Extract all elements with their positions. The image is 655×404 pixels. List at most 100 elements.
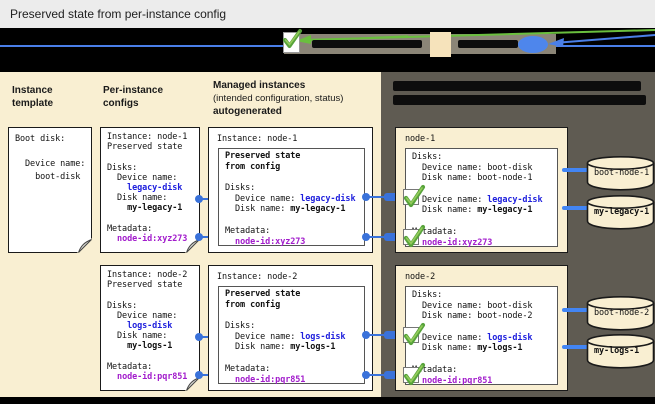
code-line: Device name: logs-disk bbox=[225, 331, 346, 342]
column-header-instance-template: Instance template bbox=[12, 85, 54, 109]
code-line: Device name: bbox=[107, 310, 178, 321]
disk-cylinder: boot-node-2 bbox=[586, 295, 655, 331]
right-panel-heading-obscured bbox=[393, 81, 641, 91]
connector-dot bbox=[195, 371, 203, 379]
vm-instance-title: node-1 bbox=[405, 134, 436, 144]
code-line: Disk name: my-legacy-1 bbox=[225, 204, 346, 215]
code-line: Disk name: bbox=[107, 193, 168, 204]
connector-line bbox=[366, 196, 386, 198]
code-line bbox=[225, 310, 364, 321]
code-line: Disks: bbox=[107, 162, 138, 173]
code-line: Disk name: my-legacy-1 bbox=[412, 205, 533, 216]
code-line: my-legacy-1 bbox=[127, 203, 183, 214]
legend-label-obscured bbox=[458, 40, 518, 48]
disk-cylinder: boot-node-1 bbox=[586, 155, 655, 191]
code-line: Instance: node-2 bbox=[107, 270, 188, 280]
instance-template-box: Boot disk: Device name: boot-disk bbox=[8, 127, 93, 254]
vm-instance-box: node-1 Disks: Device name: boot-disk Dis… bbox=[395, 127, 568, 253]
code-line: from config bbox=[225, 299, 281, 310]
code-line: Disk name: boot-node-2 bbox=[412, 311, 533, 322]
connector-segment bbox=[384, 331, 404, 339]
connector-line bbox=[366, 374, 386, 376]
code-line: Preserved state bbox=[225, 151, 301, 161]
connector-dot bbox=[195, 233, 203, 241]
legend-strip bbox=[0, 28, 655, 72]
title-bar: Preserved state from per-instance config bbox=[0, 0, 655, 28]
code-line: Metadata: bbox=[107, 361, 153, 372]
code-line: Boot disk: bbox=[15, 134, 66, 144]
checkbox-check-icon bbox=[283, 29, 302, 53]
disk-label: my-legacy-1 bbox=[594, 207, 650, 217]
connector-segment bbox=[384, 233, 404, 241]
vm-detail-inner-box: Disks: Device name: boot-disk Disk name:… bbox=[405, 286, 558, 386]
code-line: Device name: boot-disk bbox=[412, 162, 533, 173]
applied-check-icon bbox=[403, 184, 426, 208]
code-line: node-id:pqr851 bbox=[235, 374, 306, 385]
blue-arrow-icon bbox=[548, 34, 655, 47]
code-line bbox=[412, 354, 557, 365]
code-line: legacy-disk bbox=[127, 182, 183, 193]
code-line: Preserved state bbox=[107, 142, 183, 153]
code-line: Disks: bbox=[412, 290, 443, 300]
disk-connector-line bbox=[562, 206, 590, 210]
disk-cylinder: my-logs-1 bbox=[586, 333, 655, 369]
code-line: Disks: bbox=[225, 183, 256, 194]
disk-label: boot-node-2 bbox=[594, 308, 650, 318]
code-line: Disks: bbox=[412, 152, 443, 162]
connector-line bbox=[366, 236, 386, 238]
code-line: node-id:xyz273 bbox=[422, 237, 493, 248]
code-line: Metadata: bbox=[225, 225, 271, 236]
code-line: Disk name: boot-node-1 bbox=[412, 173, 533, 184]
connector-dot bbox=[195, 195, 203, 203]
code-line: Disks: bbox=[107, 300, 138, 311]
folded-corner-icon bbox=[75, 236, 93, 254]
code-line: node-id:xyz273 bbox=[235, 236, 306, 247]
code-line: Preserved state bbox=[225, 289, 301, 299]
code-line: node-id:pqr851 bbox=[422, 375, 493, 386]
connector-dot bbox=[362, 331, 370, 339]
vm-detail-inner-box: Disks: Device name: boot-disk Disk name:… bbox=[405, 148, 558, 248]
connector-dot bbox=[362, 371, 370, 379]
code-line: Device name: bbox=[15, 159, 86, 170]
code-line bbox=[225, 353, 364, 364]
code-line: Metadata: bbox=[412, 226, 458, 237]
applied-check-icon bbox=[403, 224, 426, 248]
code-line: Device name: legacy-disk bbox=[225, 193, 356, 204]
legend-label-obscured bbox=[312, 40, 422, 48]
connector-line bbox=[366, 334, 386, 336]
page-title: Preserved state from per-instance config bbox=[10, 7, 227, 21]
code-line: Metadata: bbox=[225, 363, 271, 374]
vm-instance-box: node-2 Disks: Device name: boot-disk Dis… bbox=[395, 265, 568, 391]
code-line: node-id:pqr851 bbox=[117, 371, 188, 382]
applied-check-icon bbox=[403, 362, 426, 386]
connector-segment bbox=[384, 371, 404, 379]
code-line: boot-disk bbox=[15, 172, 81, 183]
managed-header-line1: Managed instances bbox=[213, 80, 306, 91]
disk-cylinder: my-legacy-1 bbox=[586, 194, 655, 230]
code-line: Disks: bbox=[225, 321, 256, 332]
code-line: from config bbox=[225, 161, 281, 172]
managed-header-line3: autogenerated bbox=[213, 106, 282, 117]
code-line: Device name: logs-disk bbox=[412, 332, 533, 343]
connector-dot bbox=[362, 233, 370, 241]
folded-corner-icon bbox=[183, 374, 201, 392]
disk-connector-line bbox=[562, 168, 590, 172]
code-line bbox=[412, 322, 557, 333]
code-line: node-id:xyz273 bbox=[117, 233, 188, 244]
code-line: logs-disk bbox=[127, 320, 173, 331]
connector-dot bbox=[362, 193, 370, 201]
connector-dot bbox=[195, 333, 203, 341]
code-line: Disk name: bbox=[107, 331, 168, 342]
code-line bbox=[107, 352, 199, 362]
managed-instance-title: Instance: node-2 bbox=[217, 272, 298, 282]
disk-connector-line bbox=[562, 308, 590, 312]
